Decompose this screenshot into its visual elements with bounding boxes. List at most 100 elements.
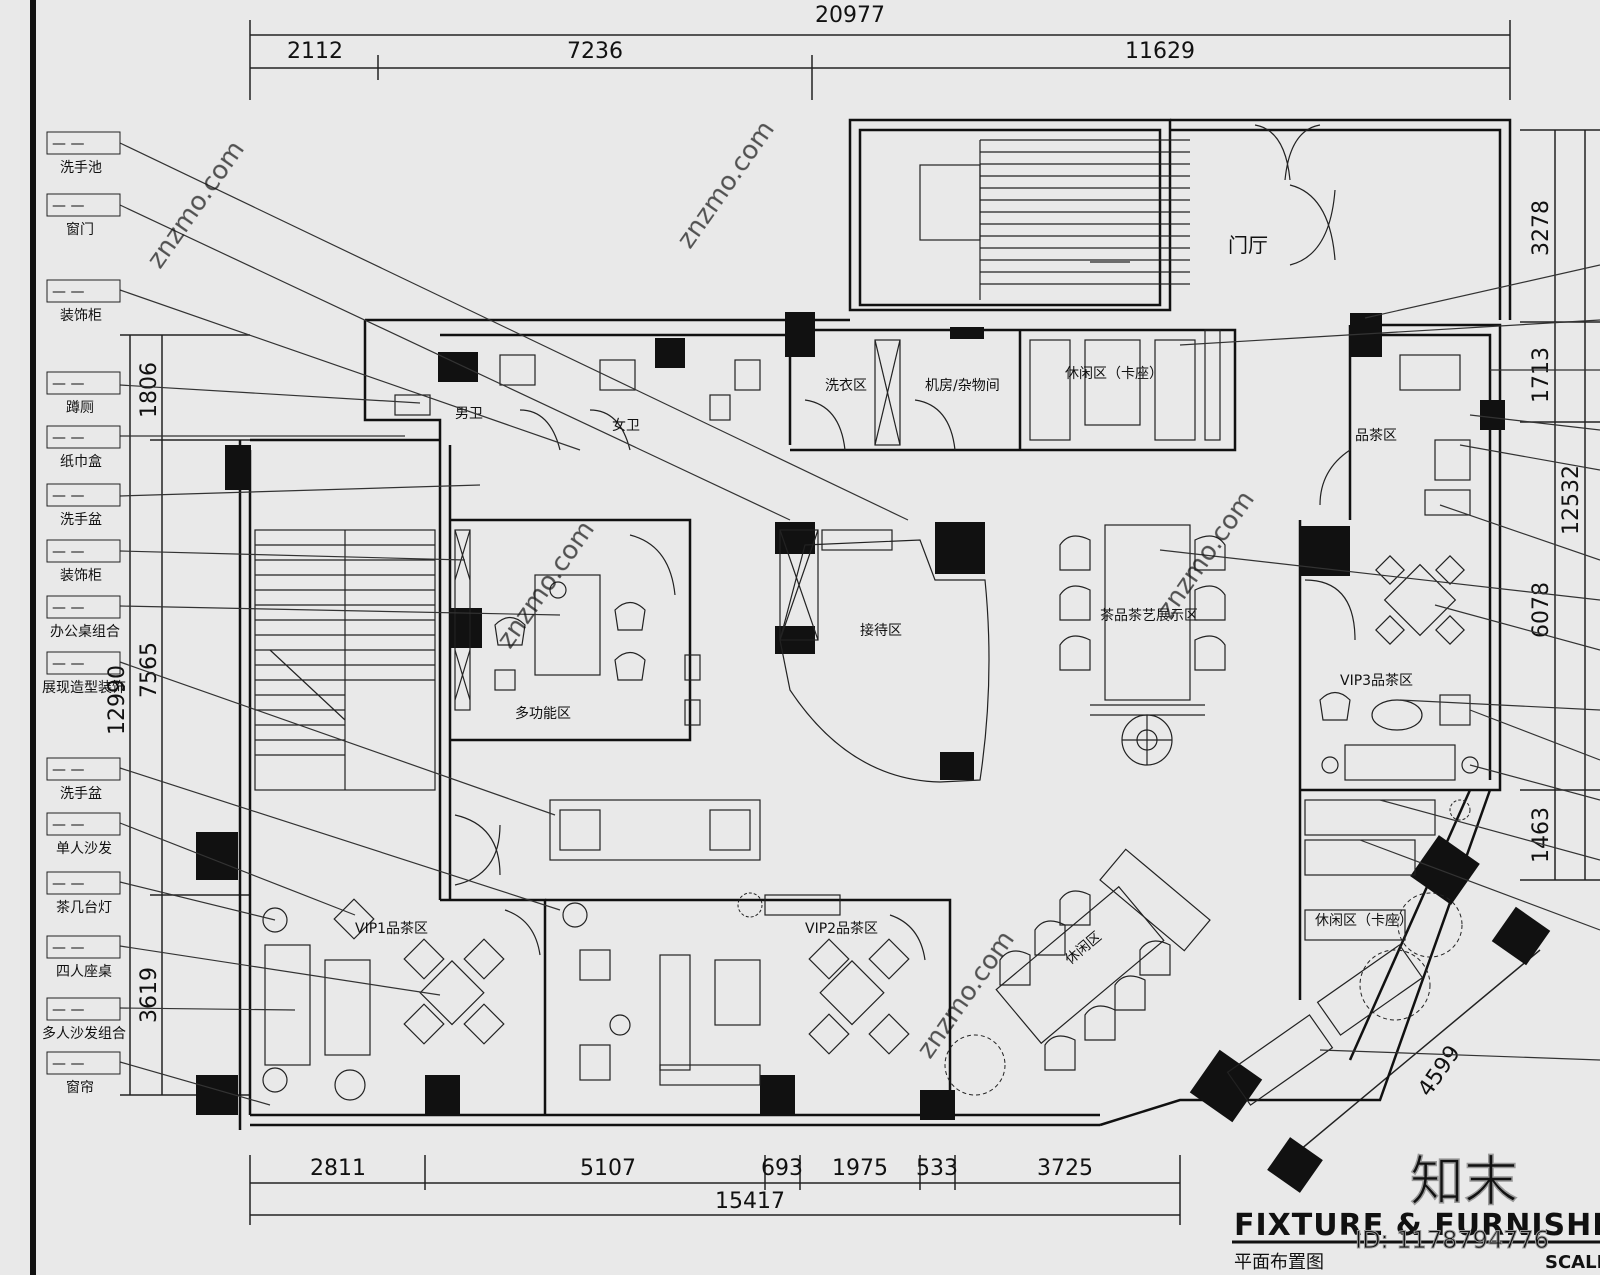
upper-stair: [919, 139, 1190, 300]
legend-code: — —: [52, 600, 84, 616]
dim-left-2: 7565: [137, 642, 162, 698]
room-rest-right: 休闲区（卡座）: [1315, 913, 1413, 929]
watermark-site: znzmo.com: [491, 515, 601, 654]
dim-left-1: 1806: [137, 362, 162, 418]
legend-item: — — 展现造型装饰: [42, 651, 126, 696]
sheet-border-left: [30, 0, 36, 1275]
legend-label: 四人座桌: [56, 964, 112, 980]
room-female-wc: 女卫: [612, 417, 640, 434]
dim-right-1: 3278: [1529, 200, 1554, 256]
dim-top-3: 11629: [1125, 39, 1195, 64]
legend-code: — —: [52, 544, 84, 560]
legend-label: 洗手盆: [60, 512, 102, 528]
dim-bottom-4: 1975: [832, 1156, 888, 1181]
structural-columns: [196, 312, 1551, 1193]
room-tea-center: 茶品茶艺展示区: [1100, 608, 1198, 624]
legend-label: 纸巾盒: [60, 453, 102, 470]
tea-display-table: [1104, 524, 1191, 701]
dim-left-total: 12990: [105, 665, 130, 735]
legend-item: — — 蹲厕: [46, 371, 121, 416]
room-machine: 机房/杂物间: [925, 378, 1000, 394]
right-leader-lines: [1159, 264, 1600, 1061]
room-male-wc: 男卫: [455, 406, 483, 422]
legend-leader-lines: [119, 142, 909, 1106]
legend-code: — —: [52, 198, 84, 214]
watermark-id: ID: 1178794776: [1355, 1226, 1549, 1254]
legend-code: — —: [52, 656, 84, 672]
legend-item: — — 四人座桌: [46, 935, 121, 980]
room-rest-top: 休闲区（卡座）: [1065, 366, 1163, 382]
legend-item: — — 装饰柜: [46, 539, 121, 584]
diagonal-dimension: [1299, 949, 1541, 1151]
watermark-brand: 知末: [1410, 1150, 1518, 1213]
legend-label: 洗手盆: [60, 786, 102, 802]
bottom-dimension-chain: [249, 1155, 1181, 1225]
legend-code: — —: [52, 940, 84, 956]
room-lobby: 门厅: [1228, 233, 1268, 257]
room-vip1: VIP1品茶区: [355, 921, 428, 937]
meeting-table: [534, 574, 601, 676]
dim-top-2: 7236: [567, 39, 623, 64]
legend-item: — — 窗门: [46, 193, 121, 238]
legend-label: 装饰柜: [60, 568, 102, 584]
room-wash: 洗衣区: [825, 378, 867, 394]
legend-code: — —: [52, 430, 84, 446]
main-stair: [254, 529, 436, 791]
left-dimension-chain: [120, 334, 250, 1096]
title-scale: SCALE: [1545, 1252, 1600, 1273]
legend-code: — —: [52, 1056, 84, 1072]
legend-code: — —: [52, 876, 84, 892]
dim-bottom-total: 15417: [715, 1189, 785, 1214]
legend-code: — —: [52, 284, 84, 300]
dim-bottom-6: 3725: [1037, 1156, 1093, 1181]
plants: [737, 799, 1471, 1096]
dim-bottom-2: 5107: [580, 1156, 636, 1181]
legend-code: — —: [52, 1002, 84, 1018]
room-rest-bottom: 休闲区: [1062, 929, 1104, 968]
legend-item: — — 洗手盆: [46, 483, 121, 528]
legend-item: — — 窗帘: [46, 1051, 121, 1096]
title-chinese: 平面布置图: [1234, 1252, 1324, 1273]
dim-right-total: 12532: [1559, 465, 1584, 535]
watermark-site: znzmo.com: [911, 925, 1021, 1064]
dim-right-2: 1713: [1529, 347, 1554, 403]
legend-code: — —: [52, 136, 84, 152]
title-english: FIXTURE & FURNISHING: [1234, 1208, 1600, 1243]
legend-item: — — 多人沙发组合: [42, 997, 126, 1042]
legend-label: 茶几台灯: [56, 900, 112, 916]
legend-label: 多人沙发组合: [42, 1025, 126, 1042]
dim-top-1: 2112: [287, 39, 343, 64]
legend: — — 洗手池 — — 窗门 — — 装饰柜 — — 蹲厕 — — 纸巾盒 — …: [42, 131, 126, 1096]
room-vip3: VIP3品茶区: [1340, 673, 1413, 689]
room-vip2: VIP2品茶区: [805, 921, 878, 937]
legend-item: — — 纸巾盒: [46, 425, 121, 470]
dim-right-3: 6078: [1529, 582, 1554, 638]
legend-label: 窗门: [66, 221, 94, 238]
legend-code: — —: [52, 488, 84, 504]
door-swings: [454, 124, 1356, 961]
legend-code: — —: [52, 376, 84, 392]
legend-item: — — 装饰柜: [46, 279, 121, 324]
room-multi-function: 多功能区: [515, 705, 571, 722]
dim-diagonal: 4599: [1413, 1041, 1466, 1101]
dim-bottom-3: 693: [761, 1156, 803, 1181]
watermark-site: znzmo.com: [671, 115, 781, 254]
watermark-site: znzmo.com: [1151, 485, 1261, 624]
room-front-desk: 接待区: [860, 622, 902, 639]
legend-item: — — 办公桌组合: [46, 595, 121, 640]
legend-item: — — 单人沙发: [46, 812, 121, 857]
legend-code: — —: [52, 817, 84, 833]
dim-left-3: 3619: [137, 967, 162, 1023]
legend-item: — — 洗手盆: [46, 757, 121, 802]
legend-label: 办公桌组合: [50, 624, 120, 640]
dim-right-4: 1463: [1529, 807, 1554, 863]
legend-label: 展现造型装饰: [42, 680, 126, 696]
right-dimension-chain: [1520, 129, 1600, 881]
dim-bottom-1: 2811: [310, 1156, 366, 1181]
legend-code: — —: [52, 762, 84, 778]
room-tea-right: 品茶区: [1355, 428, 1397, 444]
legend-item: — — 洗手池: [46, 131, 121, 176]
dim-top-total: 20977: [815, 3, 885, 28]
top-dimension-chain: [249, 20, 1511, 100]
